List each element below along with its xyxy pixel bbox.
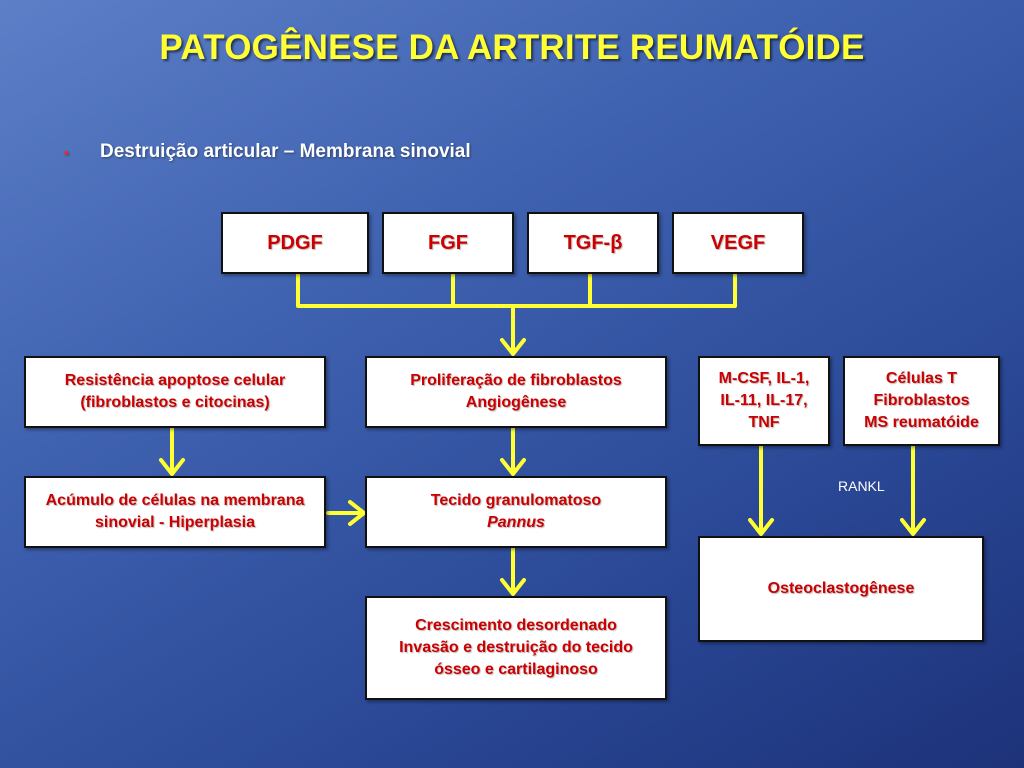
box-line: IL-11, IL-17, [720,392,808,409]
box-line: MS reumatóide [864,414,979,431]
growth-factor-label: VEGF [710,231,766,254]
box-citocinas: M-CSF, IL-1, IL-11, IL-17, TNF [698,356,830,446]
growth-factor-vegf: VEGF [672,212,804,274]
box-line: Invasão e destruição do tecido [399,639,633,656]
box-line: Acúmulo de células na membrana [45,492,305,509]
arrow-proliferacao-to-tecido-head [500,458,526,476]
growth-factor-label: PDGF [267,231,323,254]
arrow-citocinas-to-osteoclasto-head [748,518,774,536]
arrow-tecido-to-crescimento-head [500,578,526,596]
box-resistencia-apoptose: Resistência apoptose celular (fibroblast… [24,356,326,428]
growth-factor-tgf-beta: TGF-β [527,212,659,274]
box-line: Angiogênese [465,394,567,411]
box-crescimento-desordenado: Crescimento desordenado Invasão e destru… [365,596,667,700]
box-line: Proliferação de fibroblastos [410,372,622,389]
box-line: sinovial - Hiperplasia [94,514,256,531]
box-line: Osteoclastogênese [767,580,915,597]
growth-factor-label: TGF-β [563,231,623,254]
box-line: Tecido granulomatoso [430,492,602,509]
box-line: M-CSF, IL-1, [718,370,810,387]
gf-connector-bracket [296,272,737,308]
box-tecido-granulomatoso: Tecido granulomatoso Pannus [365,476,667,548]
box-line: (fibroblastos e citocinas) [80,394,270,411]
arrow-celulas-to-osteoclasto-head [900,518,926,536]
arrow-resistencia-to-acumulo-head [159,458,185,476]
page-title: PATOGÊNESE DA ARTRITE REUMATÓIDE [159,28,865,67]
box-celulas-t: Células T Fibroblastos MS reumatóide [843,356,1000,446]
rankl-label: RANKL [838,478,885,494]
box-osteoclastogenese: Osteoclastogênese [698,536,984,642]
arrow-acumulo-to-tecido-head [348,500,366,526]
box-acumulo-celulas: Acúmulo de células na membrana sinovial … [24,476,326,548]
growth-factor-pdgf: PDGF [221,212,369,274]
box-line: TNF [748,414,780,431]
bullet-marker-icon: ▪ [64,145,69,160]
box-line: Crescimento desordenado [415,617,617,634]
bullet-text: Destruição articular – Membrana sinovial [100,141,471,162]
box-line: Células T [885,370,958,387]
arrow-gf-to-proliferacao-head [500,338,526,356]
box-line: Resistência apoptose celular [64,372,286,389]
growth-factor-fgf: FGF [382,212,514,274]
box-line-pannus: Pannus [487,514,545,531]
growth-factor-label: FGF [428,231,468,254]
box-proliferacao-fibroblastos: Proliferação de fibroblastos Angiogênese [365,356,667,428]
box-line: ósseo e cartilaginoso [434,661,598,678]
box-line: Fibroblastos [873,392,970,409]
